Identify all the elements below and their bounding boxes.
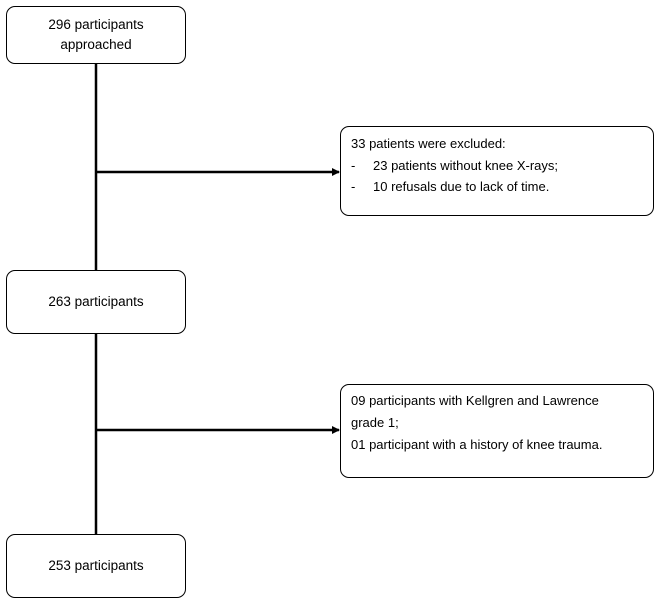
exclusion-box-2: 09 participants with Kellgren and Lawren… [340,384,654,478]
approached-count: 296 participants [48,17,144,32]
exclusion-1-item-text: 10 refusals due to lack of time. [373,179,550,194]
exclusion-1-title: 33 patients were excluded: [351,136,506,151]
exclusion-1-item: - 10 refusals due to lack of time. [351,176,643,198]
participants-263-box: 263 participants [6,270,186,334]
exclusion-2-line: grade 1; [351,415,399,430]
exclusion-2-line: 01 participant with a history of knee tr… [351,437,603,452]
exclusion-box-1: 33 patients were excluded: - 23 patients… [340,126,654,216]
exclusion-1-bullet: - [351,157,356,173]
participants-253-label: 253 participants [48,558,144,573]
approached-label: approached [60,37,132,52]
exclusion-1-item-text: 23 patients without knee X-rays; [373,157,558,173]
exclusion-1-item: - 23 patients without knee X-rays; [351,155,643,177]
exclusion-2-line: 09 participants with Kellgren and Lawren… [351,393,599,408]
participants-253-box: 253 participants [6,534,186,598]
participants-approached-box: 296 participants approached [6,6,186,64]
participants-263-label: 263 participants [48,294,144,309]
exclusion-1-bullet: - [351,179,356,194]
